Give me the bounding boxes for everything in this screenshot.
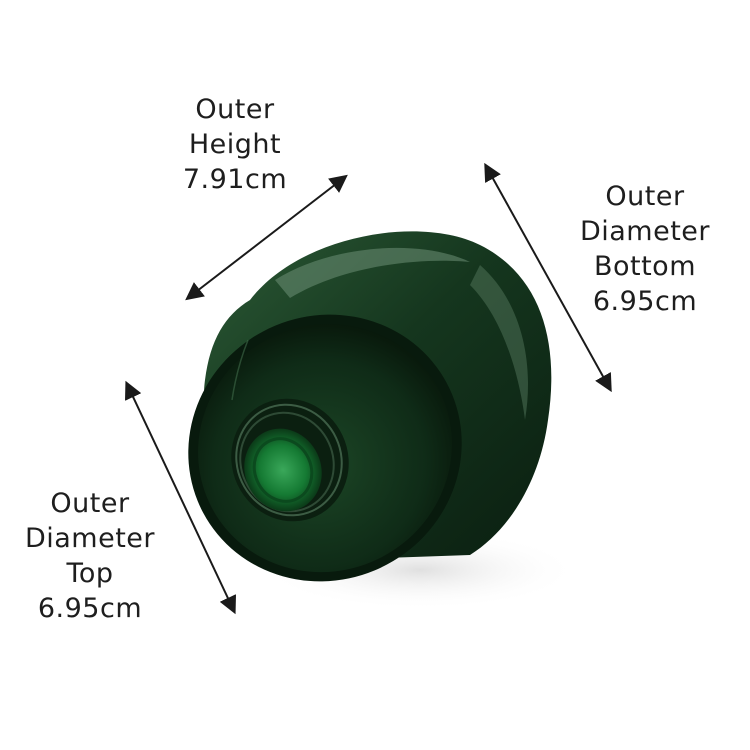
outer-height-value: 7.91cm [182, 164, 288, 195]
outer-diameter-bottom-label: Outer Diameter Bottom 6.95cm [560, 179, 730, 319]
outer-diameter-bottom-line3: Bottom [593, 251, 697, 282]
top-diameter-arrow [124, 380, 237, 615]
height-arrow [185, 174, 348, 301]
outer-diameter-top-line2: Diameter [24, 523, 156, 554]
bottle [188, 231, 552, 582]
outer-height-line1: Outer [195, 94, 275, 125]
outer-diameter-bottom-value: 6.95cm [592, 286, 698, 317]
outer-diameter-top-value: 6.95cm [37, 593, 143, 624]
neck-thread-2 [239, 411, 335, 513]
outer-diameter-top-label: Outer Diameter Top 6.95cm [5, 486, 175, 626]
outer-diameter-bottom-line1: Outer [605, 181, 685, 212]
outer-height-label: Outer Height 7.91cm [150, 92, 320, 197]
neck-inner-ring [252, 437, 314, 503]
outer-diameter-top-line3: Top [66, 558, 114, 589]
neck-thread-1 [235, 403, 343, 517]
outer-diameter-top-line1: Outer [50, 488, 130, 519]
bottom-diameter-arrow [484, 162, 612, 393]
outer-height-line2: Height [188, 129, 282, 160]
outer-diameter-bottom-line2: Diameter [579, 216, 711, 247]
